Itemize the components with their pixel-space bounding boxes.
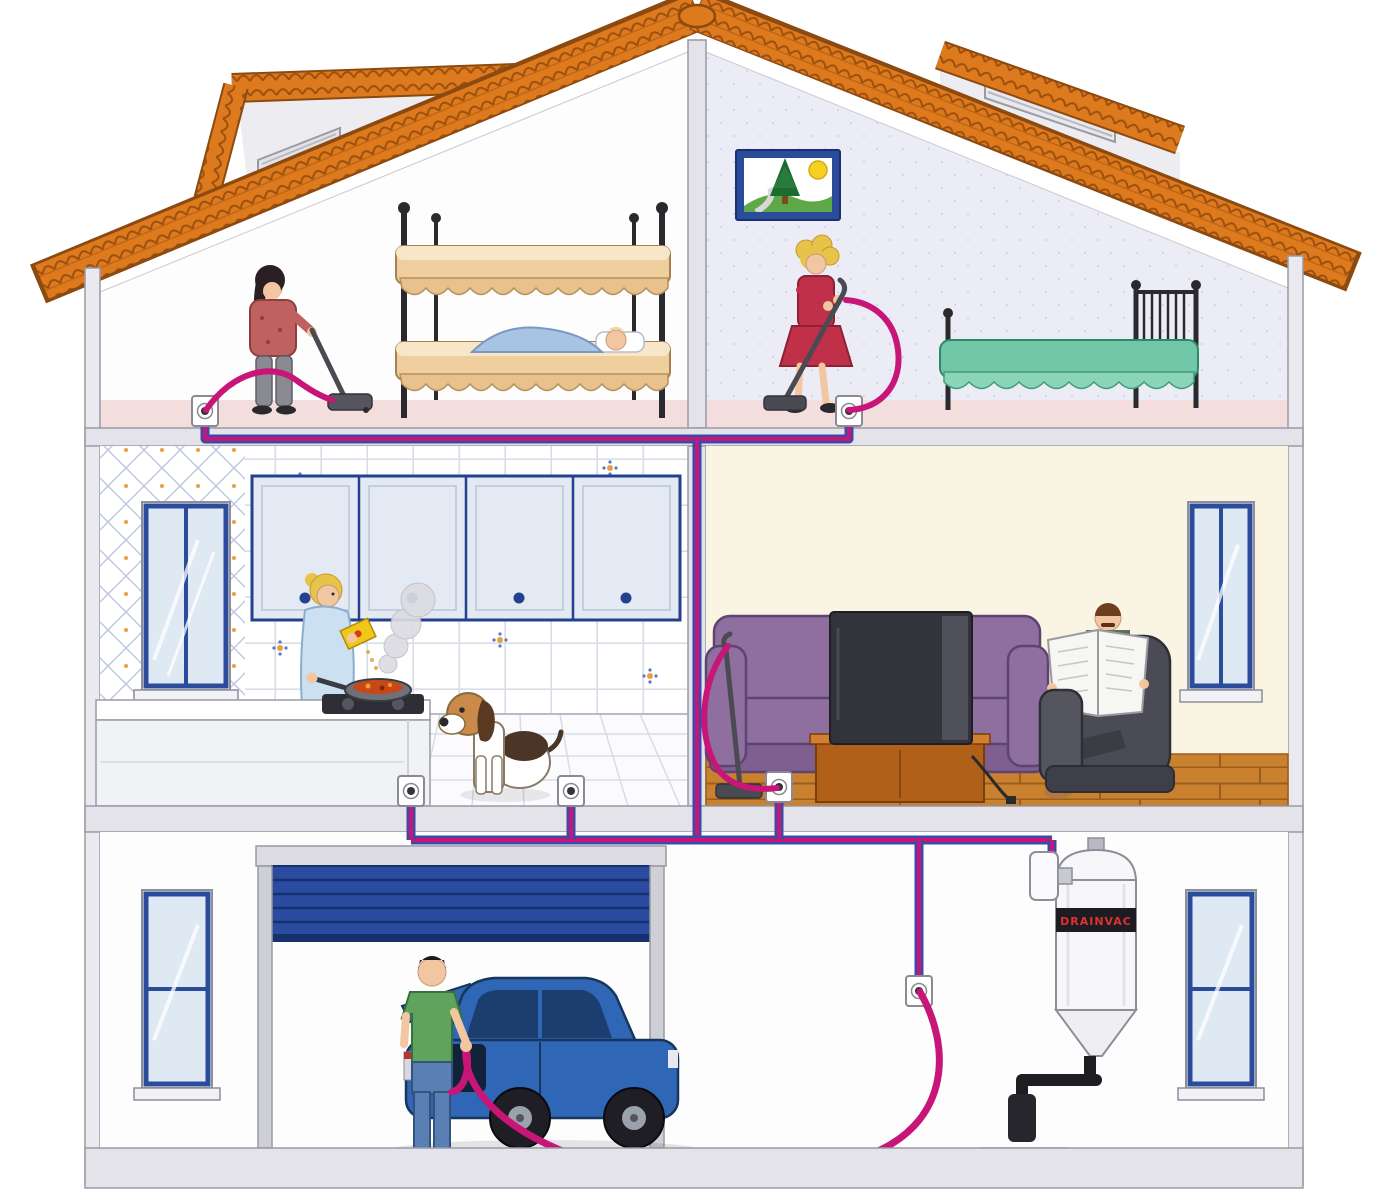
vacuum-wand-right	[763, 277, 848, 411]
head	[316, 584, 340, 608]
ground-slab	[84, 1147, 1304, 1189]
frying-pan	[306, 672, 412, 702]
garage-door-lintel	[255, 845, 667, 867]
hose-attic-left	[203, 368, 335, 413]
picture-frame	[735, 149, 841, 221]
head	[805, 253, 827, 275]
kitchen	[95, 446, 688, 807]
garage-man-hand	[460, 1040, 472, 1052]
single-bed	[939, 280, 1201, 410]
unit-label: DRAINVAC	[1060, 915, 1132, 928]
headlight	[668, 1050, 678, 1068]
roof-ridge-right	[935, 42, 1185, 153]
garage: DRAINVAC	[100, 832, 1288, 1169]
roof-ridge-left	[231, 65, 517, 101]
picture-scene	[744, 158, 832, 212]
wall-inlet-kitchen-floor	[557, 775, 585, 807]
roof-slope-right	[690, 0, 1357, 287]
hose-living-room	[701, 643, 780, 792]
armchair-base	[1045, 765, 1175, 793]
jeans	[411, 1061, 453, 1095]
plug	[1006, 796, 1016, 804]
unit-cone	[1054, 1009, 1138, 1057]
muffler	[1008, 1094, 1036, 1142]
living-window	[1179, 501, 1263, 703]
roof-hip-left	[193, 83, 247, 211]
outer-wall-right	[1287, 255, 1304, 1186]
top-bunk-skirt	[399, 277, 669, 296]
woman-vacuuming-left	[249, 265, 317, 415]
dog-ear	[477, 700, 495, 742]
man-reading-newspaper	[1038, 603, 1175, 799]
vacuum-wand-left	[309, 327, 373, 413]
attic-left-floor	[100, 400, 688, 428]
hose-attic-right	[843, 297, 902, 413]
unit-label-band	[1056, 908, 1136, 932]
kitchen-window	[133, 501, 239, 703]
blanket	[469, 326, 605, 353]
unit-intake-filter	[1029, 851, 1073, 901]
wall-inlet-kitchen-counter	[397, 775, 425, 807]
head	[417, 957, 447, 987]
ridge-cap	[677, 3, 717, 29]
sleeping-child	[469, 326, 645, 353]
garage-window-left	[133, 889, 221, 1101]
living-room	[704, 446, 1289, 807]
shirt	[400, 991, 464, 1063]
steam	[378, 582, 436, 674]
bottom-bunk-skirt	[399, 373, 669, 392]
roof-slope-left	[35, 0, 704, 299]
exhaust-pipe	[1008, 1056, 1102, 1142]
sun	[808, 160, 828, 180]
attic-divider-wall	[687, 39, 707, 429]
door-rail-left	[257, 865, 273, 1149]
mustache	[1101, 623, 1115, 627]
bed-skirt	[943, 371, 1195, 390]
dog	[438, 692, 564, 802]
roof	[29, 0, 1362, 304]
window-sill	[1179, 689, 1263, 703]
garage-window-right	[1177, 889, 1265, 1101]
kitchen-counter	[95, 699, 431, 807]
garage-man	[400, 956, 470, 1169]
bunk-bed	[395, 202, 671, 418]
tv	[829, 611, 1016, 804]
attic-right-room	[705, 51, 1289, 429]
sweater	[249, 299, 297, 357]
